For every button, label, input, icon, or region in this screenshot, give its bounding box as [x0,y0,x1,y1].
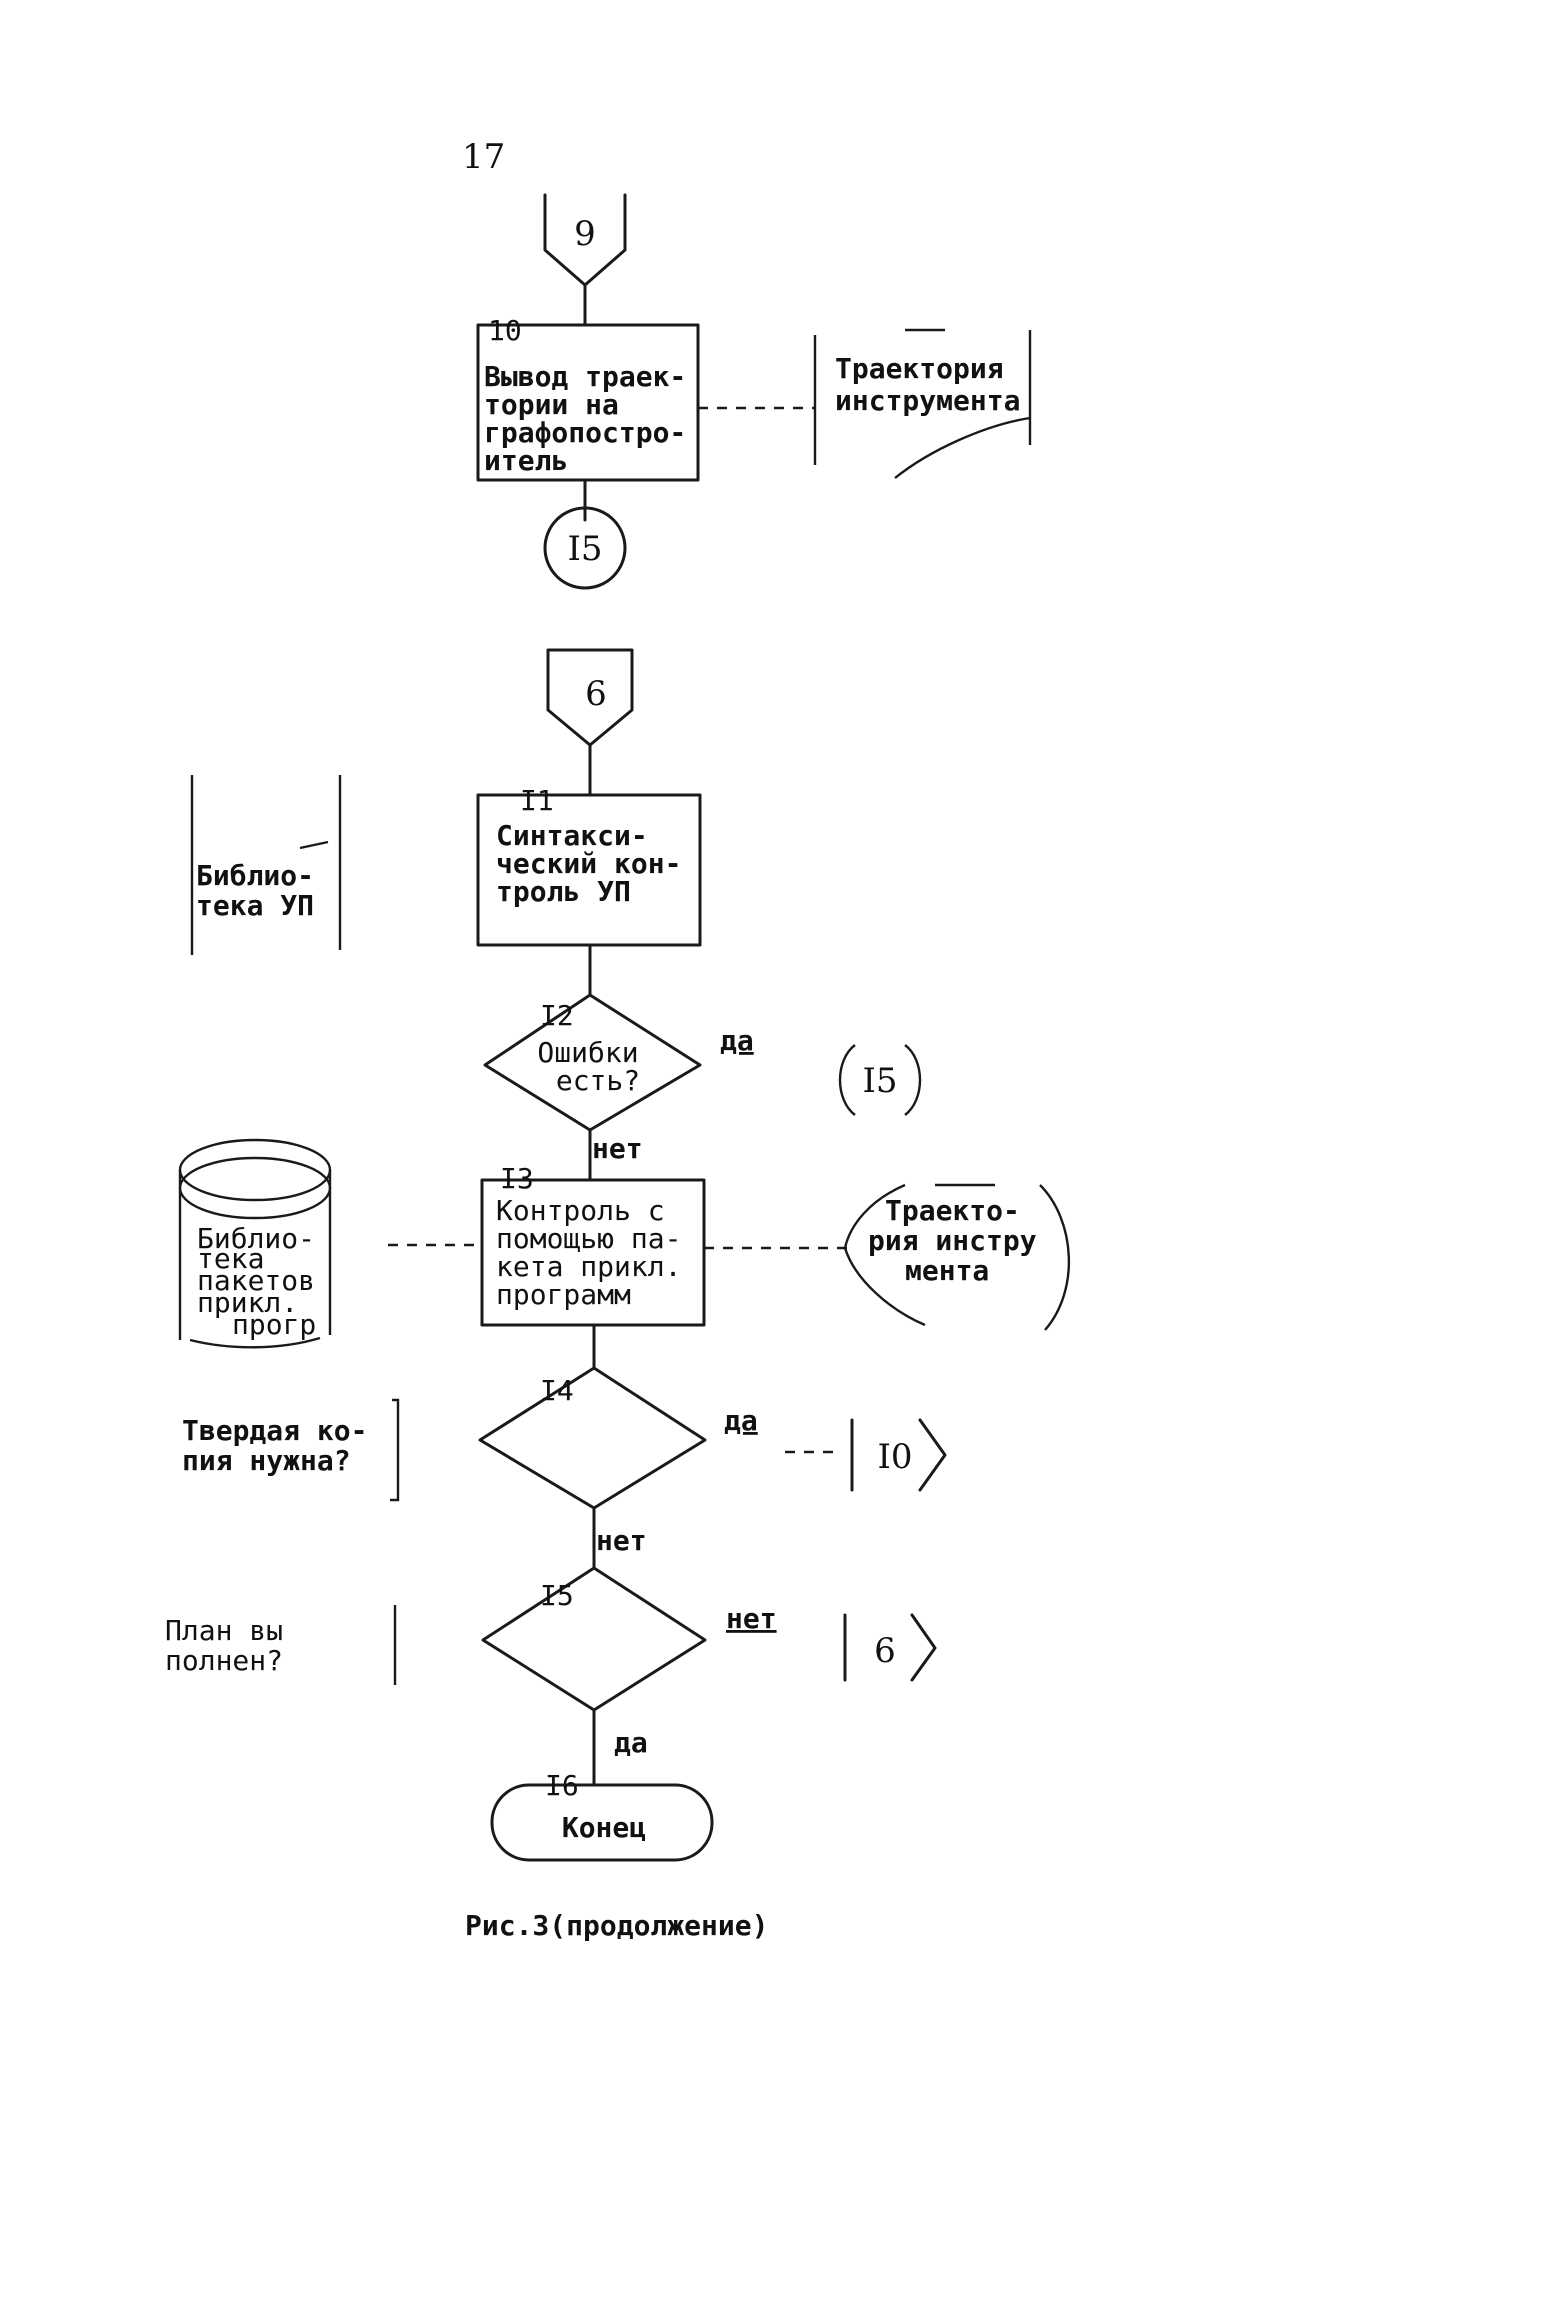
annotation-tool-path-display: Траекто- рия инстру мента [843,1183,1070,1331]
svg-text:тека УП: тека УП [196,889,314,922]
connector-9: 9 [543,193,627,287]
figure-caption: Рис.3(продолжение) [465,1909,768,1942]
block-number: I3 [500,1162,534,1195]
svg-text:9: 9 [574,214,596,254]
svg-text:6: 6 [585,674,607,714]
block-number: I4 [540,1374,574,1407]
svg-text:План вы: План вы [165,1614,283,1647]
svg-text:Контроль с: Контроль с [496,1194,665,1227]
svg-text:полнен?: полнен? [165,1644,283,1677]
annotation-library-up: Библио- тека УП [190,775,342,955]
block-11-syntax-check: I1 Синтакси- ческий кон- троль УП [476,784,702,947]
comment-plan-done: План вы полнен? [165,1605,397,1685]
svg-text:троль УП: троль УП [496,875,631,908]
connector-15: I5 [543,506,627,590]
block-number: 10 [488,314,522,347]
svg-text:пия нужна?: пия нужна? [182,1444,351,1477]
svg-text:Конец: Конец [562,1811,646,1844]
svg-text:Библио-: Библио- [196,859,314,892]
svg-text:тека: тека [197,1242,264,1275]
decision-12-errors: I2 Ошибки есть? [483,993,702,1132]
decision-14-hard-copy: I4 [478,1366,707,1510]
svg-text:Ошибки: Ошибки [537,1036,638,1069]
svg-text:прогр: прогр [232,1308,316,1341]
svg-text:Траекто-: Траекто- [885,1194,1020,1227]
decision-15-plan-done: I5 [481,1566,707,1712]
svg-text:6: 6 [874,1631,896,1671]
svg-text:прикл.: прикл. [197,1286,298,1319]
svg-text:есть?: есть? [556,1064,640,1097]
svg-text:ческий кон-: ческий кон- [496,847,681,880]
svg-text:Траектория: Траектория [835,352,1004,385]
terminator-16-end: I6 Конец [490,1769,714,1862]
yes-label: да [724,1404,758,1437]
connector-15-ref: I5 [838,1044,922,1116]
block-10-output-to-plotter: 10 Вывод траек- тории на графопостро- ит… [476,314,700,482]
annotation-library-packages: Библио- тека пакетов прикл. прогр [178,1138,332,1349]
annotation-tool-path-top: Траектория инструмента [813,328,1032,479]
connector-6-ref: 6 [843,1613,937,1682]
block-number: I2 [540,999,574,1032]
no-label: нет [596,1524,647,1557]
page-number: 17 [462,137,505,177]
svg-text:программ: программ [496,1278,631,1311]
comment-hard-copy: Твердая ко- пия нужна? [182,1398,400,1502]
svg-text:I0: I0 [877,1437,912,1477]
yes-label: да [614,1726,648,1759]
svg-text:Библио-: Библио- [197,1222,315,1255]
no-label: нет [726,1602,777,1635]
svg-text:пакетов: пакетов [197,1264,315,1297]
yes-label: да [720,1024,754,1057]
svg-text:I5: I5 [567,529,602,569]
svg-text:Вывод траек-: Вывод траек- [484,360,686,393]
svg-text:инструмента: инструмента [835,384,1020,417]
svg-text:Твердая ко-: Твердая ко- [182,1414,367,1447]
block-number: I6 [545,1769,579,1802]
svg-text:I5: I5 [862,1061,897,1101]
block-13-package-check: I3 Контроль с помощью па- кета прикл. пр… [480,1162,706,1327]
connector-6: 6 [546,648,634,747]
svg-text:тории на: тории на [484,388,619,421]
svg-text:кета прикл.: кета прикл. [496,1250,681,1283]
svg-text:итель: итель [484,444,568,477]
svg-text:мента: мента [905,1254,989,1287]
svg-text:рия инстру: рия инстру [868,1224,1037,1257]
no-label: нет [592,1132,643,1165]
svg-text:Синтакси-: Синтакси- [496,819,648,852]
block-number: I5 [540,1579,574,1612]
svg-text:графопостро-: графопостро- [484,416,686,449]
block-number: I1 [520,784,554,817]
svg-text:помощью па-: помощью па- [496,1222,681,1255]
connector-10-ref: I0 [850,1418,947,1492]
